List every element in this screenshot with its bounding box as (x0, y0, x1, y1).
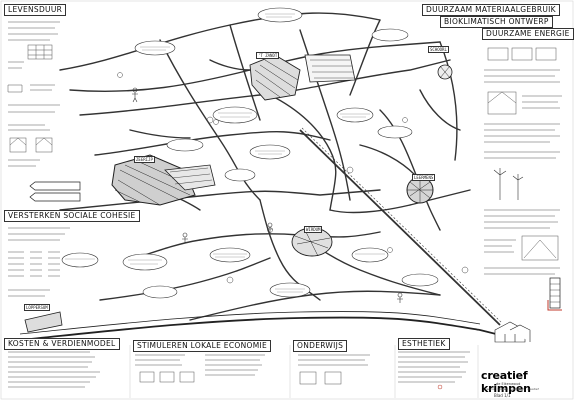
heading-kosten: KOSTEN & VERDIENMODEL (4, 338, 120, 350)
railway-line (299, 127, 503, 326)
wall-section-detail (547, 277, 562, 311)
place-label-zeerijp: ZEERIJP (134, 156, 155, 163)
place-label-leermens: LEERMENS (412, 174, 436, 181)
brand-subtitle: de Eikenwoud (496, 382, 521, 386)
station-sketch (494, 321, 531, 343)
left-panel-notes (7, 21, 60, 167)
brand-tagline: kennis · lokaal · duurzaam · creatief (485, 387, 539, 391)
bottom-panel-notes (8, 351, 470, 390)
heading-esthetiek: ESTHETIEK (398, 338, 450, 350)
brand-logo: creatief krimpen (481, 369, 531, 395)
section-dividers (129, 345, 479, 398)
page-number: Blad 1/1 (494, 393, 511, 398)
place-label-schoorl: SCHOORL (428, 46, 449, 53)
heading-duurzame-energie: DUURZAME ENERGIE (482, 28, 574, 40)
place-label-t-zandt: 'T ZANDT (256, 52, 280, 59)
heading-lokale-economie: STIMULEREN LOKALE ECONOMIE (133, 340, 272, 352)
heading-levensduur: LEVENSDUUR (4, 4, 67, 16)
heading-bioklimatisch: BIOKLIMATISCH ONTWERP (440, 16, 553, 28)
heading-sociale-cohesie: VERSTERKEN SOCIALE COHESIE (4, 210, 140, 222)
person-icons (132, 87, 403, 303)
village-wirdum (291, 227, 333, 257)
bubble-scribbles (65, 13, 385, 293)
village-loppersum (24, 311, 63, 333)
village-t-zandt (249, 54, 356, 101)
place-label-wirdum: WIRDUM (304, 226, 323, 233)
cohesie-notes (8, 227, 70, 297)
heading-onderwijs: ONDERWIJS (293, 340, 348, 352)
place-label-loppersum: LOPPERSUM (24, 304, 50, 311)
right-panel-notes (484, 47, 562, 275)
wind-turbine-icons (493, 168, 524, 200)
village-schoorl (437, 64, 453, 80)
village-zeerijp (111, 154, 216, 206)
idea-bubbles (61, 7, 439, 299)
direction-arrows (29, 181, 81, 202)
heading-duurzaam-materiaal: DUURZAAM MATERIAALGEBRUIK (422, 4, 560, 16)
main-road-south (19, 311, 521, 341)
